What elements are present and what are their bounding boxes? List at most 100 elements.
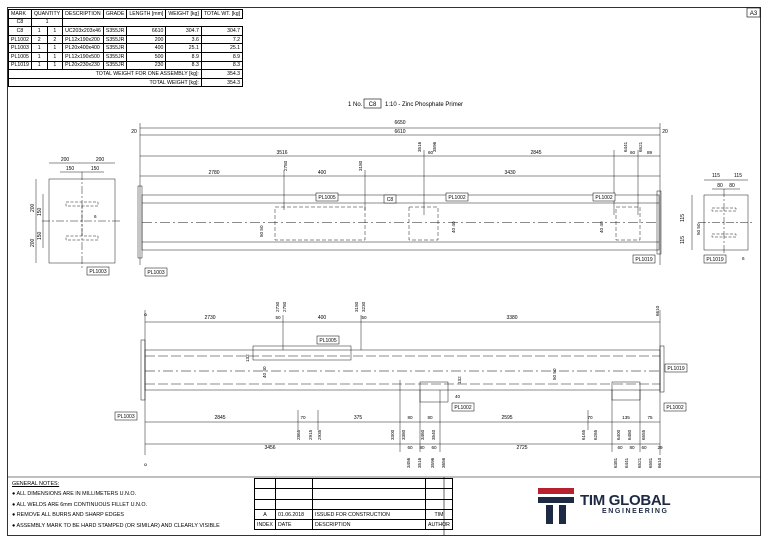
revision-row: A 01.06.2018 ISSUED FOR CONSTRUCTION TIM	[254, 508, 453, 521]
label-box	[144, 267, 168, 277]
bottom-view	[140, 310, 665, 455]
dim-2725: 2725	[516, 445, 527, 451]
dim-w150a: 150	[66, 166, 75, 172]
dim-4040b: 40 40	[599, 221, 604, 233]
dim-h150a: 150	[37, 207, 43, 216]
bom-header: TOTAL WT. [kg]	[200, 9, 244, 19]
dim-h115b: 115	[680, 236, 686, 244]
note-text: REMOVE ALL BURRS AND SHARP EDGES	[16, 512, 125, 519]
dim-b3656: 3656	[441, 457, 446, 468]
dim-3430: 3430	[504, 170, 515, 176]
dim-h115a: 115	[680, 214, 686, 222]
dim-w115a: 115	[712, 173, 720, 179]
weld-size-right: 6	[742, 256, 745, 261]
rev-date: 01.06.2018	[275, 508, 313, 521]
revision-header-row: INDEX DATE DESCRIPTION AUTHOR	[254, 519, 453, 531]
dim-60-b: 60	[431, 445, 437, 450]
dim-v2780b: 2780	[282, 301, 287, 312]
label-pl1019-end: PL1019	[706, 257, 723, 263]
rev-header-description: DESCRIPTION	[312, 519, 426, 531]
dim-b3516: 3516	[417, 457, 422, 468]
label-pl1019-bottom: PL1019	[667, 366, 684, 372]
label-box	[632, 254, 656, 264]
rev-header-author: AUTHOR	[425, 519, 453, 531]
rev-author: TIM	[425, 508, 453, 521]
dim-v2915: 2915	[308, 429, 313, 440]
dim-v3230: 3230	[361, 301, 366, 312]
dim-end-left: 20	[131, 129, 137, 135]
dim-b6381: 6381	[613, 457, 618, 468]
dim-v6165: 6165	[581, 429, 586, 440]
dim-h200b: 200	[30, 238, 36, 247]
company-subtitle: ENGINEERING	[602, 508, 669, 515]
dim-80-d: 80	[629, 445, 635, 450]
dim-w150b: 150	[91, 166, 100, 172]
sheet-size-box	[746, 7, 761, 18]
label-pl1003-bottom: PL1003	[117, 414, 134, 420]
dim-50a: 50	[275, 315, 281, 320]
dim-3456: 3456	[264, 445, 275, 451]
dim-5050: 50 50	[259, 225, 264, 237]
dim-400: 400	[318, 170, 327, 176]
dim-v6441: 6441	[623, 141, 628, 152]
dim-v6555: 6555	[641, 429, 646, 440]
dim-60-a: 60	[407, 445, 413, 450]
label-pl1005-top: PL1005	[318, 195, 335, 201]
dim-member-length: 6610	[394, 129, 405, 135]
dim-v3300: 3300	[390, 429, 395, 440]
dim-89: 89	[647, 150, 653, 155]
dim-zero-a: 0	[143, 313, 148, 316]
dim-b3456: 3456	[406, 457, 411, 468]
bom-total-weight-row: TOTAL WEIGHT [kg]: 354.3	[8, 77, 244, 88]
dim-6610: 6610	[655, 305, 660, 316]
label-box	[664, 363, 688, 373]
label-box	[445, 192, 469, 202]
dim-zero-b: 0	[143, 463, 148, 466]
dim-60: 60	[428, 150, 434, 155]
dim-5050-bottom: 50 50	[552, 368, 557, 380]
dim-v6521: 6521	[638, 141, 643, 152]
dim-v3540: 3540	[431, 429, 436, 440]
label-pl1019-top: PL1019	[635, 257, 652, 263]
dim-b3596: 3596	[430, 457, 435, 468]
dim-70b: 70	[587, 415, 593, 420]
note-item: ● REMOVE ALL BURRS AND SHARP EDGES	[12, 512, 125, 519]
note-item: ● ASSEMBLY MARK TO BE HARD STAMPED (OR S…	[12, 522, 220, 529]
dim-4040-bottom: 40 40	[262, 366, 267, 378]
dim-v6400: 6400	[616, 429, 621, 440]
title-mark-box	[363, 98, 382, 109]
sheet-size: A3	[750, 11, 758, 17]
rev-header-date: DATE	[275, 519, 313, 531]
rev-header-index: INDEX	[254, 519, 276, 531]
label-pl1002-bottom: PL1002	[454, 405, 471, 411]
dim-70a: 70	[300, 415, 306, 420]
label-box	[316, 335, 340, 345]
label-box	[451, 402, 475, 412]
dim-v2780: 2780	[283, 160, 288, 171]
dim-b6521: 6521	[637, 457, 642, 468]
label-box	[315, 192, 339, 202]
company-logo: TIM GLOBAL ENGINEERING	[580, 492, 671, 515]
dim-v3180b: 3180	[354, 301, 359, 312]
dim-135: 135	[622, 415, 630, 420]
title-suffix: 1:10 - Zinc Phosphate Primer	[385, 102, 463, 108]
dim-b6610: 6610	[657, 457, 662, 468]
note-text: ALL WELDS ARE 6mm CONTINUOUS FILLET U.N.…	[16, 501, 148, 508]
dim-2595: 2595	[501, 415, 512, 421]
dim-2780: 2780	[208, 170, 219, 176]
label-pl1002-top: PL1002	[448, 195, 465, 201]
dim-2845b: 2845	[214, 415, 225, 421]
title-mark: C8	[369, 102, 377, 108]
dim-80b: 80	[427, 415, 433, 420]
dim-v6265: 6265	[593, 429, 598, 440]
dim-3516: 3516	[276, 150, 287, 156]
dim-60-d: 60	[641, 445, 647, 450]
dim-132b: 132	[457, 376, 462, 384]
note-item: ● ALL DIMENSIONS ARE IN MILLIMETERS U.N.…	[12, 491, 137, 498]
dim-h5050-right: 50 50	[696, 223, 701, 235]
dim-w80b: 80	[729, 183, 735, 189]
dim-v3516: 3516	[417, 141, 422, 152]
